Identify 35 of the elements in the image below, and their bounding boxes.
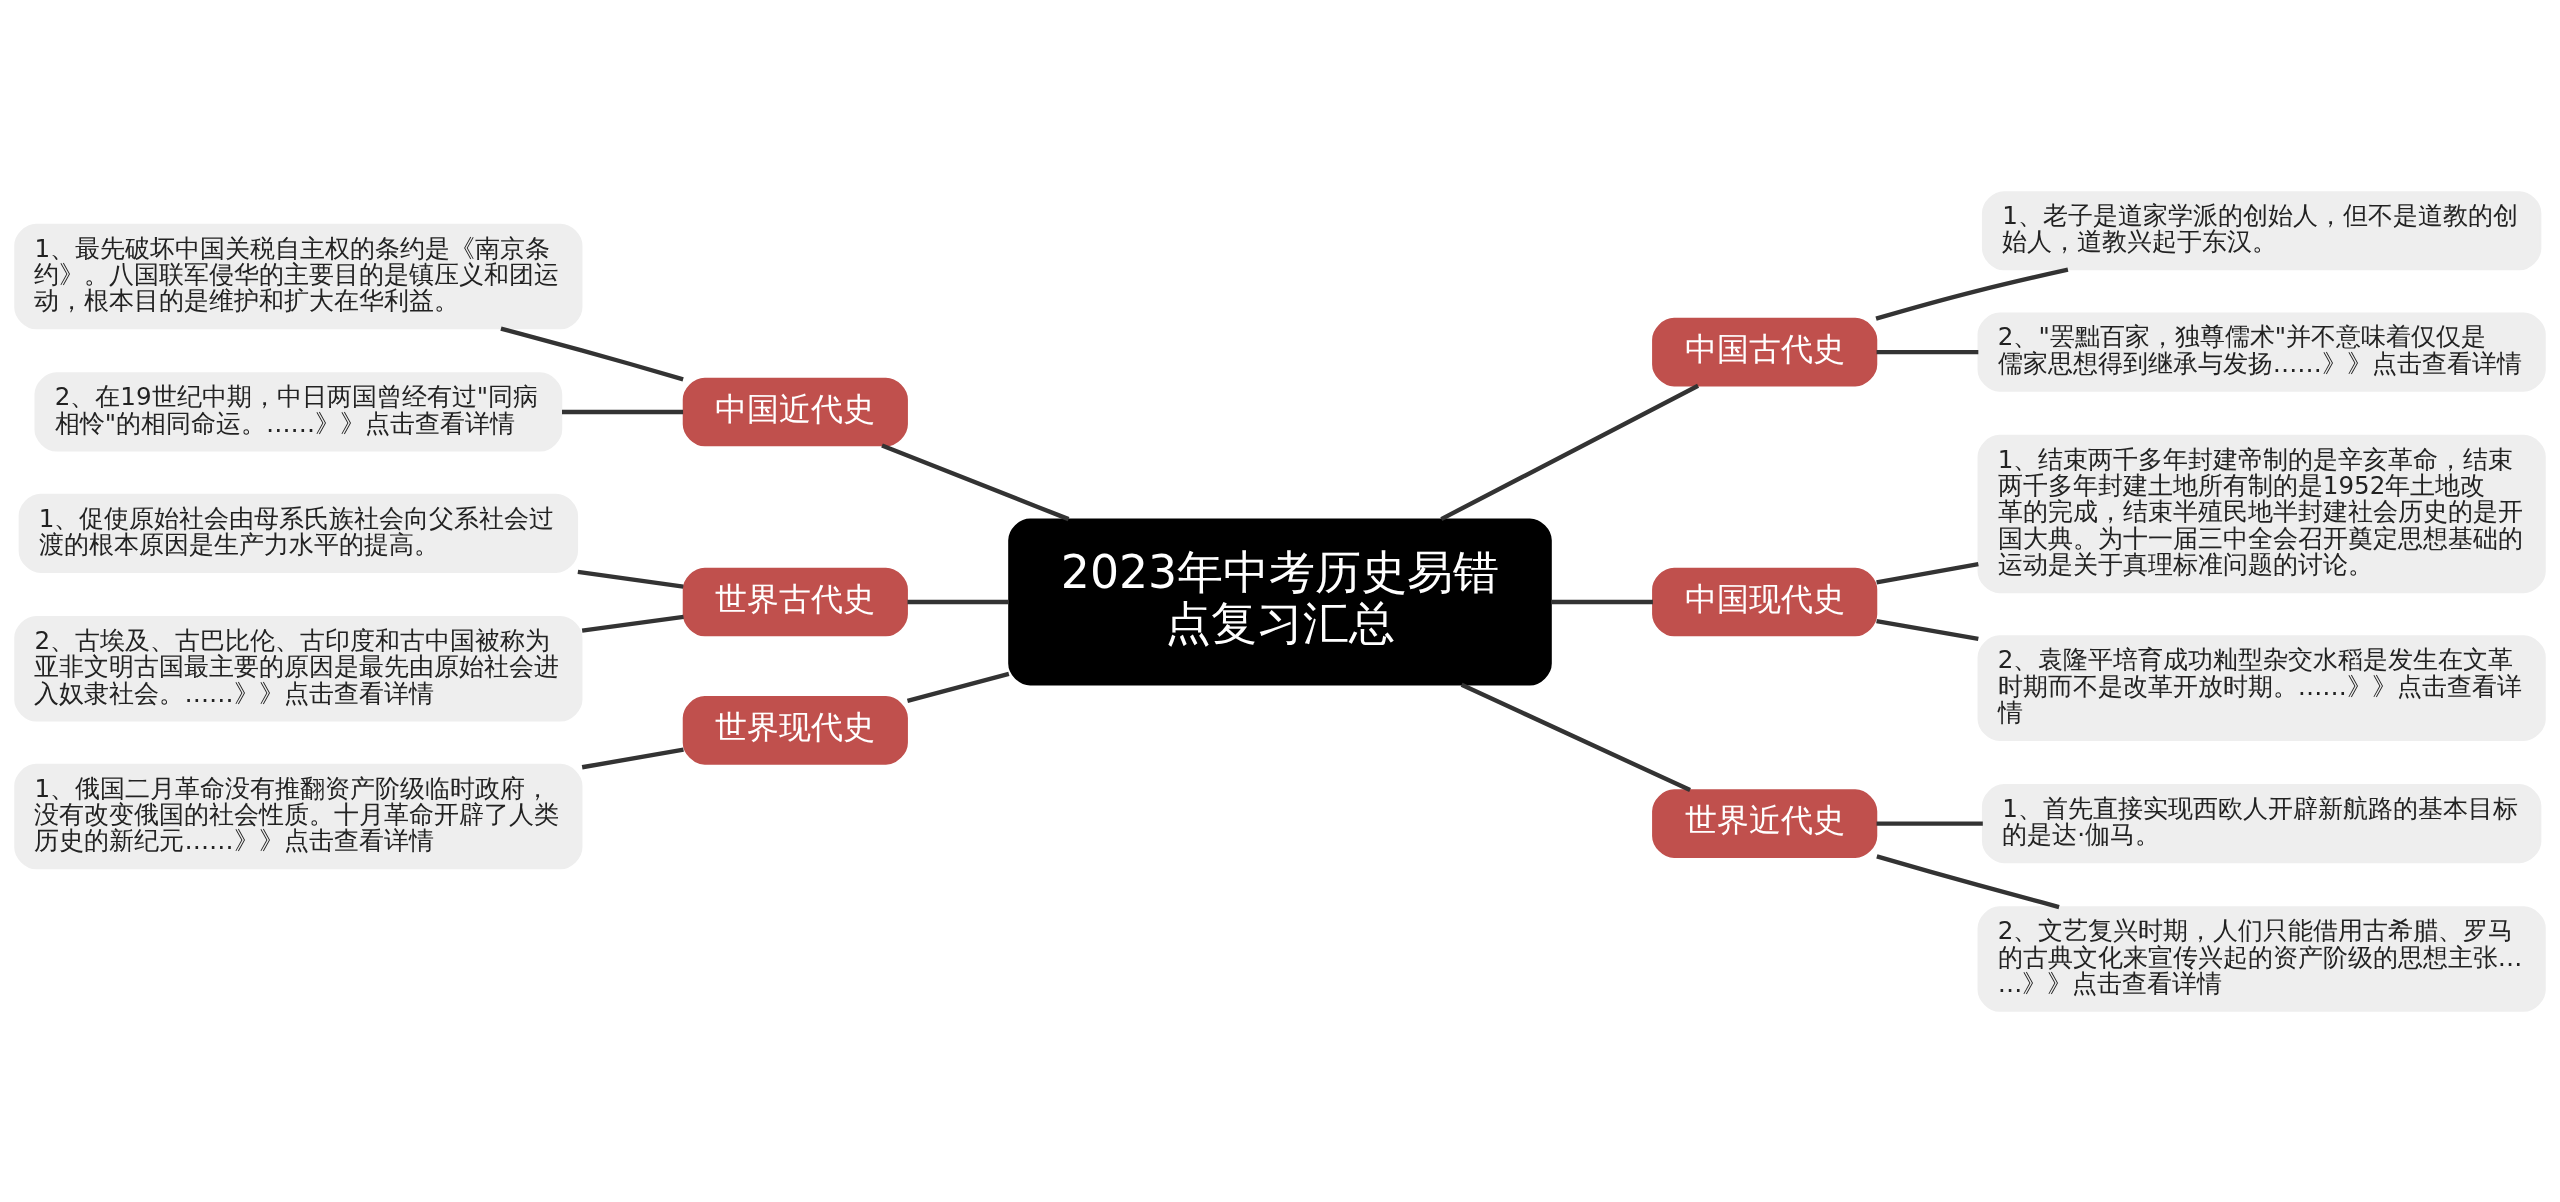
connector [1876, 561, 1979, 584]
connector [1460, 682, 1691, 792]
node-box: 中国近代史 [682, 377, 908, 446]
connector [1876, 820, 1983, 826]
connector [1875, 266, 2069, 321]
node-box: 世界现代史 [682, 695, 908, 765]
connector [577, 569, 684, 589]
connector [1440, 383, 1700, 521]
node-box: 2、古埃及、古巴比伦、古印度和古中国被称为亚非文明古国最主要的原因是最先由原始社会进入奴隶社会。……》》点击查看详情 [14, 615, 583, 722]
connector [500, 325, 684, 381]
connector [581, 614, 684, 633]
node-box: 1、老子是道家学派的创始人，但不是道教的创始人，道教兴起于东汉。 [1981, 190, 2542, 270]
node-box: 2、袁隆平培育成功籼型杂交水稻是发生在文革时期而不是改革开放时期。……》》点击查看详情 [1977, 634, 2546, 741]
node-box: 世界近代史 [1652, 788, 1878, 858]
node-box: 中国古代史 [1652, 317, 1878, 386]
connector [1876, 618, 1979, 641]
node-box: 2、"罢黜百家，独尊儒术"并不意味着仅仅是儒家思想得到继承与发扬……》》点击查看详情 [1977, 312, 2546, 392]
node-box: 2、文艺复兴时期，人们只能借用古希腊、罗马的古典文化来宣传兴起的资产阶级的思想主张……》》点击查看详情 [1977, 905, 2546, 1012]
node-box: 1、最先破坏中国关税自主权的条约是《南京条约》。八国联军侵华的主要目的是镇压义和团运动，根本目的是维护和扩大在华利益。 [14, 223, 583, 329]
connector [906, 671, 1010, 703]
connector [1876, 349, 1979, 354]
node-box: 世界古代史 [682, 567, 908, 636]
node-box: 1、结束两千多年封建帝制的是辛亥革命，结束两千多年封建土地所有制的是1952年土地改革的完成，结束半殖民地半封建社会历史的是开国大典。为十一届三中全会召开奠定思想基础的运动是关于真理标准问题的讨论。 [1977, 434, 2546, 593]
node-box: 1、首先直接实现西欧人开辟新航路的基本目标的是达·伽马。 [1981, 783, 2542, 863]
connector [1876, 853, 2060, 909]
connector [581, 746, 684, 769]
node-box: 1、促使原始社会由母系氏族社会向父系社会过渡的根本原因是生产力水平的提高。 [18, 493, 579, 573]
connector [881, 442, 1070, 521]
node-box: 2、在19世纪中期，中日两国曾经有过"同病相怜"的相同命运。……》》点击查看详情 [34, 371, 563, 452]
connector [907, 599, 1009, 604]
node-box: 1、俄国二月革命没有推翻资产阶级临时政府，没有改变俄国的社会性质。十月革命开辟了人类历史的新纪元……》》点击查看详情 [14, 763, 583, 869]
connector [1551, 599, 1653, 604]
connector [562, 409, 684, 414]
node-box: 2023年中考历史易错点复习汇总 [1008, 517, 1552, 685]
node-box: 中国现代史 [1652, 567, 1878, 636]
